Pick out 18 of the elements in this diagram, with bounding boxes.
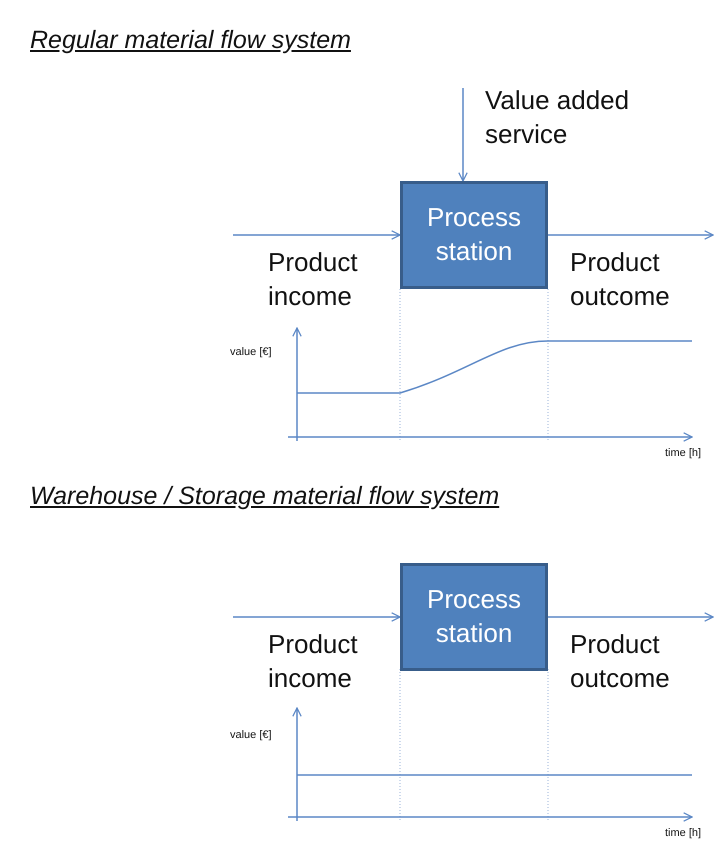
section-heading: Regular material flow system — [30, 26, 351, 55]
axis-label: time [h] — [665, 827, 702, 839]
flow-label: Product income — [268, 246, 359, 313]
process-box: Process station — [400, 563, 548, 671]
flow-label: Product outcome — [570, 628, 671, 695]
axis-label: value [€] — [230, 729, 272, 741]
arrow — [458, 88, 468, 182]
section-heading: Warehouse / Storage material flow system — [30, 482, 500, 511]
process-box: Process station — [400, 181, 548, 289]
arrow — [233, 230, 401, 240]
arrow — [548, 230, 714, 240]
flow-label: Product income — [268, 628, 359, 695]
axis-label: value [€] — [230, 346, 272, 358]
arrow — [548, 612, 714, 622]
axis-label: time [h] — [665, 447, 702, 459]
arrow — [233, 612, 401, 622]
input-label: Value added service — [463, 84, 683, 168]
flow-label: Product outcome — [570, 246, 671, 313]
